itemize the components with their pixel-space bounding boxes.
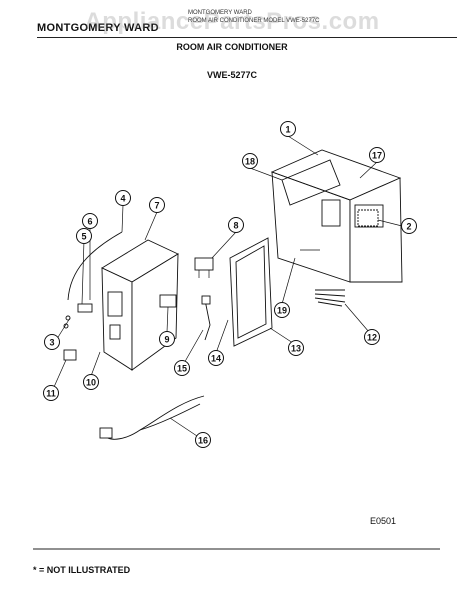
diagram-code: E0501 [370,516,397,526]
capacitor-part [159,294,177,308]
callout-3: 3 [44,334,60,350]
header-small-line2: ROOM AIR CONDITIONER MODEL VWE-5277C [188,18,320,24]
svg-text:15: 15 [177,364,187,374]
callout-11: 11 [43,385,59,401]
front-panel-part [229,237,273,347]
callout-10: 10 [83,374,99,390]
footer-note: * = NOT ILLUSTRATED [33,565,131,575]
wire-harness-part [314,289,346,307]
svg-text:17: 17 [372,151,382,161]
callout-18: 18 [242,153,258,169]
svg-text:5: 5 [81,232,86,242]
svg-text:8: 8 [233,221,238,231]
svg-text:9: 9 [164,335,169,345]
switch-part [194,257,214,278]
callout-9: 9 [159,331,175,347]
svg-text:10: 10 [86,378,96,388]
svg-text:11: 11 [46,389,56,399]
watermark: AppliancePartsPros.com [84,8,380,35]
callout-15: 15 [174,360,190,376]
header-small-line1: MONTGOMERY WARD [188,10,252,16]
svg-text:1: 1 [285,125,290,135]
svg-text:16: 16 [198,436,208,446]
callout-7: 7 [149,197,165,213]
callout-19: 19 [274,302,290,318]
hardware-parts [63,303,93,329]
grille-part [357,209,379,227]
callout-4: 4 [115,190,131,206]
svg-text:13: 13 [291,344,301,354]
callout-2: 2 [401,218,417,234]
svg-text:12: 12 [367,333,377,343]
knob-part [63,349,77,361]
page-title: ROOM AIR CONDITIONER [176,42,288,52]
svg-text:6: 6 [87,217,92,227]
callout-14: 14 [208,350,224,366]
callout-6: 6 [82,213,98,229]
callout-8: 8 [228,217,244,233]
callout-13: 13 [288,340,304,356]
svg-text:4: 4 [120,194,125,204]
callout-17: 17 [369,147,385,163]
svg-text:19: 19 [277,306,287,316]
svg-text:2: 2 [406,222,411,232]
svg-text:7: 7 [154,201,159,211]
callout-1: 1 [280,121,296,137]
control-box-part [101,239,179,371]
callout-5: 5 [76,228,92,244]
header-rule [37,37,457,38]
svg-text:14: 14 [211,354,221,364]
model-number: VWE-5277C [206,70,258,80]
svg-text:18: 18 [245,157,255,167]
header-brand: MONTGOMERY WARD [37,22,159,34]
svg-text:3: 3 [49,338,54,348]
callout-16: 16 [195,432,211,448]
wire-part [67,231,123,301]
callout-12: 12 [364,329,380,345]
thermostat-part [201,295,211,341]
power-cord-part [99,395,205,440]
cabinet-shell-part [270,149,403,283]
